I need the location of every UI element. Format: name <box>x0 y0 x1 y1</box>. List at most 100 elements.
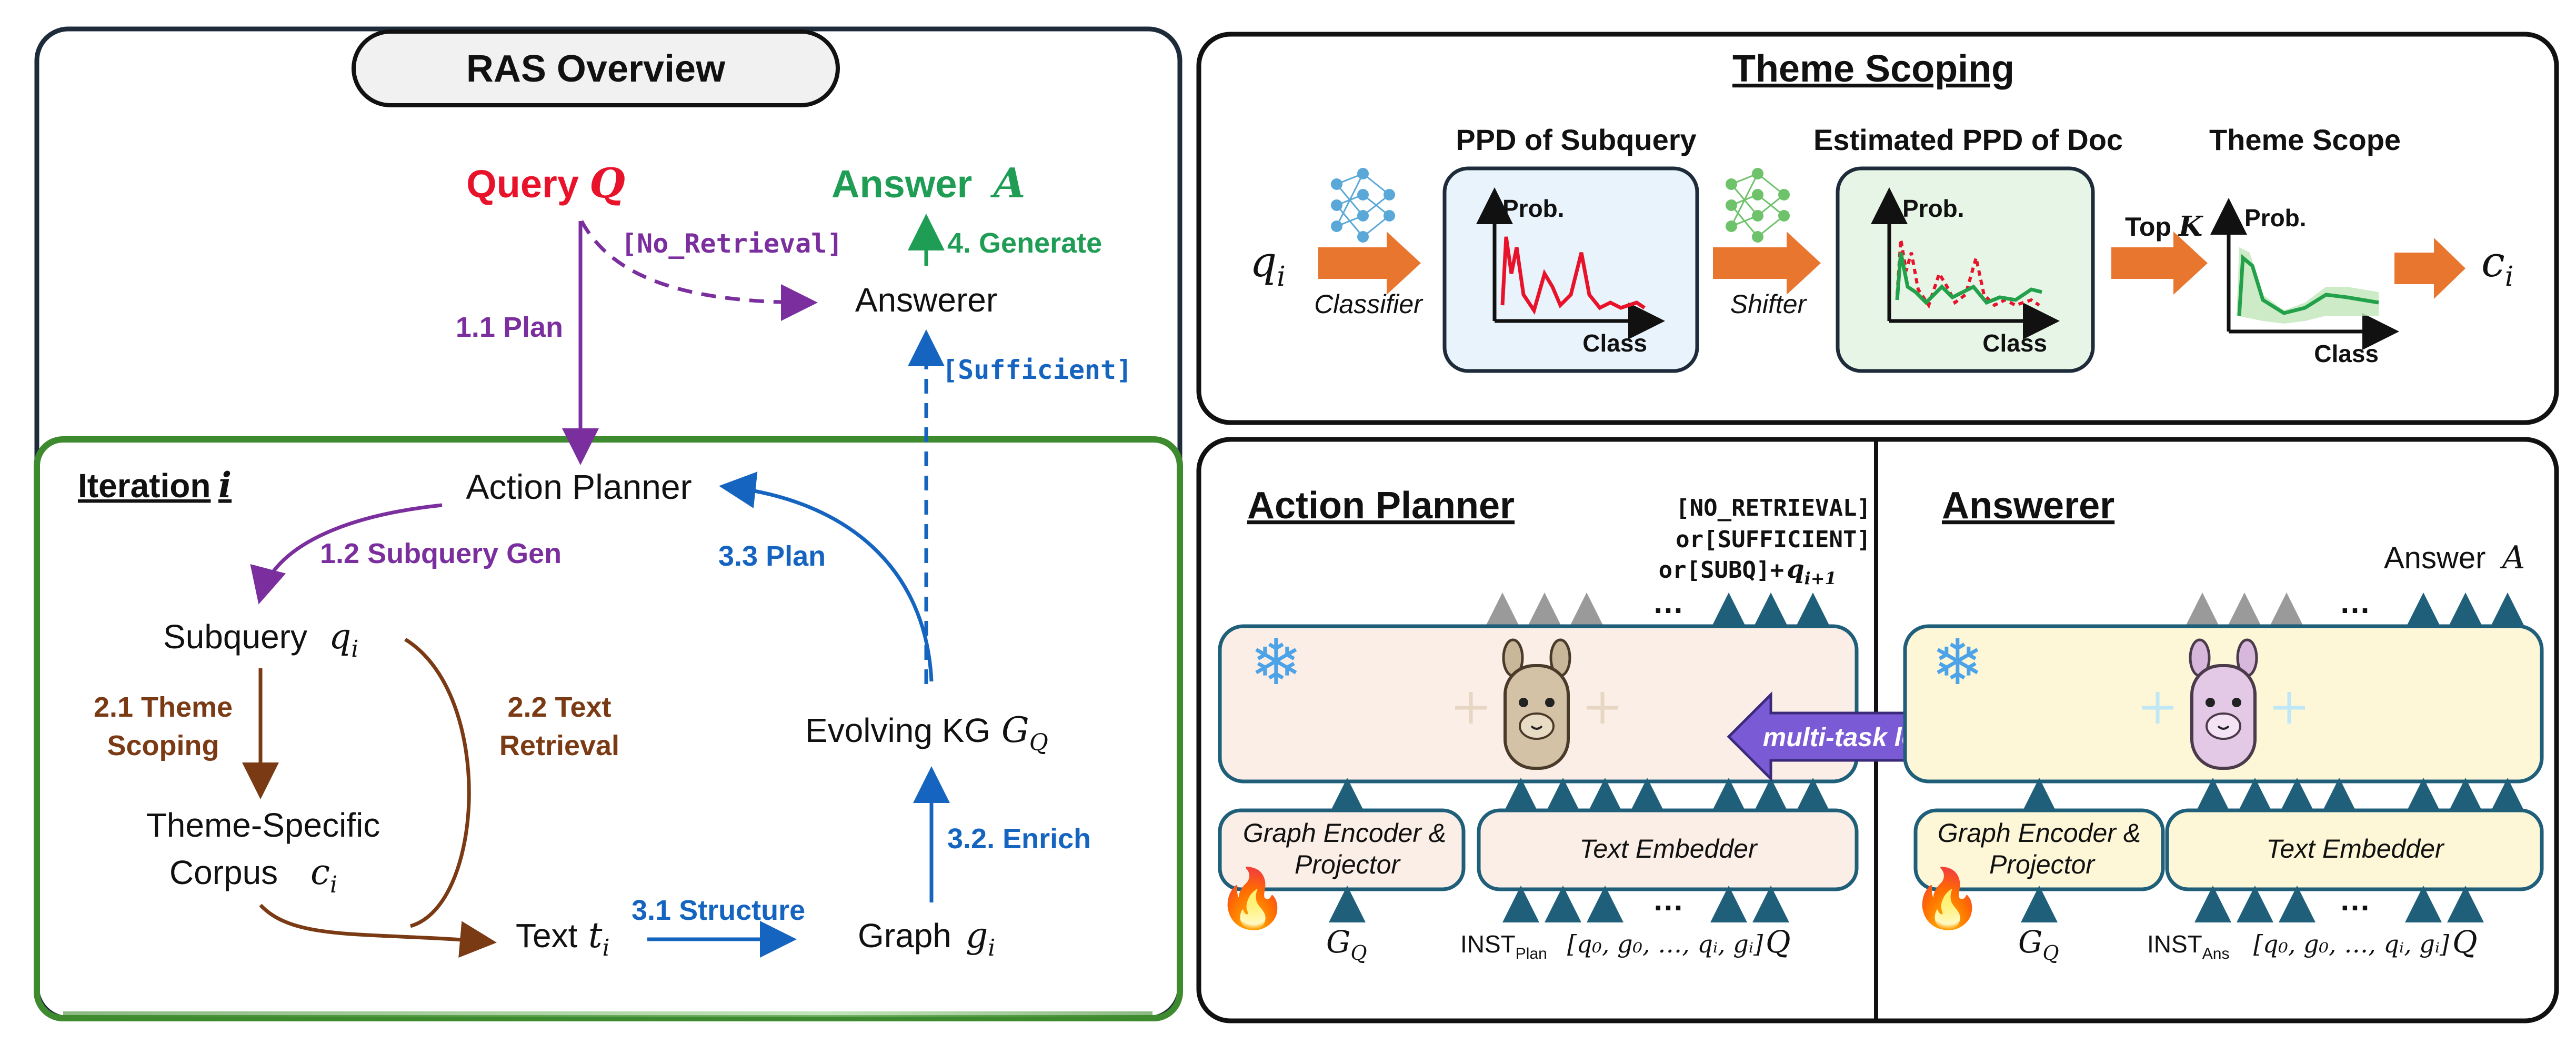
planner-q: Q <box>1766 924 1791 960</box>
kg-plan-arrow <box>719 471 934 682</box>
ppd-subquery-curve <box>1500 236 1646 315</box>
corpus-to-text-arrow <box>259 904 497 958</box>
planner-graph-encoder-l2: Projector <box>1295 850 1401 879</box>
planner-out-3: or[SUBQ]+ <box>1659 557 1784 584</box>
answerer-input-ellipsis: … <box>2339 882 2371 917</box>
shifter-label: Shifter <box>1730 289 1808 319</box>
estimated-ppd-plot: Prob. Class <box>1871 187 2060 357</box>
iteration-label: Iteration <box>78 467 211 505</box>
estimated-ppd-red-curve <box>1896 239 2040 309</box>
answerer-output-arrows: … <box>2184 585 2526 629</box>
classifier-network-icon <box>1331 168 1395 243</box>
planner-inst: INSTPlan <box>1460 930 1547 962</box>
planner-snowflake-icon: ❄ <box>1250 627 1303 698</box>
corpus-node-2: Corpus <box>169 854 278 891</box>
answerer-out-ellipsis: … <box>2339 585 2371 620</box>
scope-to-c-arrow <box>2394 238 2465 299</box>
classifier-arrow <box>1318 232 1421 295</box>
answerer-graph-encoder-l2: Projector <box>1989 850 2096 879</box>
answerer-text-embedder-label: Text Embedder <box>2266 834 2445 864</box>
answerer-inst: INSTAns <box>2147 930 2229 962</box>
planner-title: Action Planner <box>1247 485 1515 527</box>
answerer-fire-icon: 🔥 <box>1911 866 1983 931</box>
answer-label: Answer <box>831 162 972 206</box>
action-planner-node: Action Planner <box>466 467 691 506</box>
ppd-subquery-plot: Prob. Class <box>1476 187 1665 357</box>
theme-scope-plot: Prob. Class <box>2210 198 2399 367</box>
graph-node: Graph <box>858 917 951 955</box>
theme-scoping-label-1: 2.1 Theme <box>94 691 233 723</box>
planner-input-arrows <box>1502 886 1789 922</box>
text-var: ti <box>588 915 610 961</box>
planner-output-arrows: … <box>1484 585 1831 629</box>
iteration-box <box>34 436 1183 1021</box>
planner-input-ellipsis: … <box>1652 882 1684 917</box>
graph-var: gi <box>966 915 995 961</box>
overview-panel: RAS Overview Query Q Answer A 4. Generat… <box>34 26 1183 1021</box>
text-retrieval-label-1: 2.2 Text <box>507 691 611 723</box>
no-retrieval-arrow <box>579 220 818 321</box>
corpus-var: ci <box>310 852 337 898</box>
planner-out-1: [NO_RETRIEVAL] <box>1676 495 1871 521</box>
planner-te-to-llm-arrows <box>1502 778 1831 815</box>
iteration-var: i <box>218 465 232 506</box>
text-retrieval-arrow <box>404 638 471 928</box>
theme-scope-prob: Prob. <box>2244 204 2307 232</box>
ts-c-var: ci <box>2481 237 2513 293</box>
ppd-subquery-prob: Prob. <box>1502 195 1565 222</box>
answerer-snowflake-icon: ❄ <box>1931 627 1984 698</box>
ppd-subquery-box <box>1442 166 1699 373</box>
kg-plan-label: 3.3 Plan <box>718 540 826 572</box>
evolving-kg-var: GQ <box>1001 710 1048 756</box>
answerer-gq: GQ <box>2018 924 2059 965</box>
planner-fire-icon: 🔥 <box>1217 866 1289 931</box>
ppd-subquery-title: PPD of Subquery <box>1456 123 1696 156</box>
top-k-var: K <box>2178 210 2203 243</box>
estimated-ppd-class: Class <box>1982 329 2047 357</box>
subquery-gen-arrow <box>250 503 443 605</box>
corpus-node-1: Theme-Specific <box>146 806 380 844</box>
planner-out-var: qi+1 <box>1787 555 1837 588</box>
answerer-llama-icon <box>2142 638 2305 770</box>
estimated-ppd-box <box>1836 166 2095 373</box>
planner-gq: GQ <box>1326 924 1367 965</box>
query-label: Query <box>466 162 579 206</box>
answer-out-var: A <box>2500 539 2525 576</box>
answerer-te-to-llm-arrows <box>2194 778 2526 815</box>
top-k-label: Top <box>2125 212 2171 242</box>
answer-out: Answer <box>2384 541 2485 575</box>
iteration-bottom-fade <box>63 1011 1152 1017</box>
planner-out-2: or[SUFFICIENT] <box>1676 526 1871 553</box>
answer-var: A <box>990 159 1026 207</box>
estimated-ppd-prob: Prob. <box>1902 195 1964 222</box>
text-retrieval-label-2: Retrieval <box>499 730 619 761</box>
models-panel: Action Planner [NO_RETRIEVAL] or[SUFFICI… <box>1196 437 2559 1023</box>
planner-text-embedder-box <box>1477 808 1859 891</box>
planner-text-embedder-label: Text Embedder <box>1579 834 1758 864</box>
evolving-kg-node: Evolving KG <box>805 711 990 749</box>
top-k-arrow <box>2111 232 2208 295</box>
planner-out-ellipsis: … <box>1652 585 1684 620</box>
subquery-var: qi <box>329 616 358 662</box>
generate-label: 4. Generate <box>947 227 1102 259</box>
subquery-gen-label: 1.2 Subquery Gen <box>320 538 562 569</box>
shifter-arrow <box>1713 232 1821 295</box>
subquery-node: Subquery <box>163 618 307 656</box>
ppd-subquery-class: Class <box>1582 329 1647 357</box>
theme-scoping-title: Theme Scoping <box>1732 48 2014 90</box>
answerer-sequence: [q₀, g₀, …, qᵢ, gᵢ] <box>2253 930 2449 958</box>
answerer-text-embedder-box <box>2165 808 2544 891</box>
planner-llama-icon <box>1455 638 1618 770</box>
answerer-title: Answerer <box>1942 485 2114 527</box>
text-node: Text <box>516 917 578 955</box>
theme-scoping-label-2: Scoping <box>107 730 219 761</box>
sufficient-label: [Sufficient] <box>942 355 1132 385</box>
answerer-node: Answerer <box>855 281 997 319</box>
ts-q-var: qi <box>1250 237 1286 293</box>
planner-sequence: [q₀, g₀, …, qᵢ, gᵢ] <box>1567 930 1763 958</box>
overview-title: RAS Overview <box>466 48 726 90</box>
enrich-label: 3.2. Enrich <box>947 823 1091 855</box>
estimated-ppd-title: Estimated PPD of Doc <box>1813 123 2123 156</box>
theme-scoping-panel: Theme Scoping qi Classifier PPD of Subqu… <box>1196 32 2559 425</box>
